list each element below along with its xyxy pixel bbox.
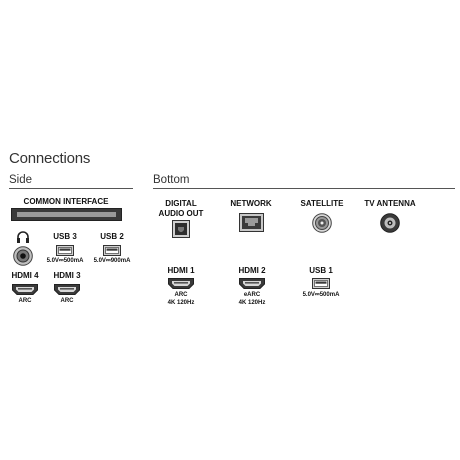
hdmi2-sub2: 4K 120Hz — [238, 300, 266, 306]
page-title: Connections — [9, 150, 91, 167]
bottom-heading: Bottom — [153, 174, 190, 186]
common-interface-label: COMMON INTERFACE — [23, 197, 109, 206]
side-divider — [9, 188, 133, 189]
optical-port-icon — [172, 220, 190, 238]
usb2-label: USB 2 — [100, 232, 124, 241]
hdmi2-label: HDMI 2 — [238, 266, 266, 275]
hdmi4-port-icon — [12, 284, 38, 295]
ethernet-port-icon — [239, 213, 264, 232]
satellite-label: SATELLITE — [300, 199, 344, 208]
hdmi4-sub: ARC — [18, 298, 32, 304]
network-label: NETWORK — [230, 199, 272, 208]
usb3-label: USB 3 — [53, 232, 77, 241]
hdmi4-label: HDMI 4 — [11, 271, 39, 280]
digital-audio-label-line2: AUDIO OUT — [158, 209, 204, 218]
tv-antenna-label: TV ANTENNA — [364, 199, 416, 208]
satellite-connector-icon — [312, 213, 332, 233]
side-heading: Side — [9, 174, 33, 186]
usb1-port-icon — [312, 278, 330, 289]
usb1-label: USB 1 — [309, 266, 333, 275]
usb1-spec: 5.0V⎓500mA — [302, 292, 340, 298]
headphone-jack-icon — [13, 246, 33, 266]
usb2-spec: 5.0V⎓900mA — [93, 258, 131, 264]
hdmi3-port-icon — [54, 284, 80, 295]
hdmi1-sub2: 4K 120Hz — [167, 300, 195, 306]
usb3-spec: 5.0V⎓500mA — [46, 258, 84, 264]
common-interface-slot-icon — [11, 208, 122, 221]
hdmi1-sub1: ARC — [174, 292, 188, 298]
hdmi2-sub1: eARC — [243, 292, 261, 298]
antenna-connector-icon — [380, 213, 400, 233]
headphone-icon — [16, 231, 30, 243]
hdmi3-label: HDMI 3 — [53, 271, 81, 280]
usb2-port-icon — [103, 245, 121, 256]
hdmi1-port-icon — [168, 278, 194, 289]
digital-audio-label-line1: DIGITAL — [165, 199, 197, 208]
hdmi2-port-icon — [239, 278, 265, 289]
bottom-divider — [153, 188, 455, 189]
hdmi3-sub: ARC — [60, 298, 74, 304]
hdmi1-label: HDMI 1 — [167, 266, 195, 275]
usb3-port-icon — [56, 245, 74, 256]
